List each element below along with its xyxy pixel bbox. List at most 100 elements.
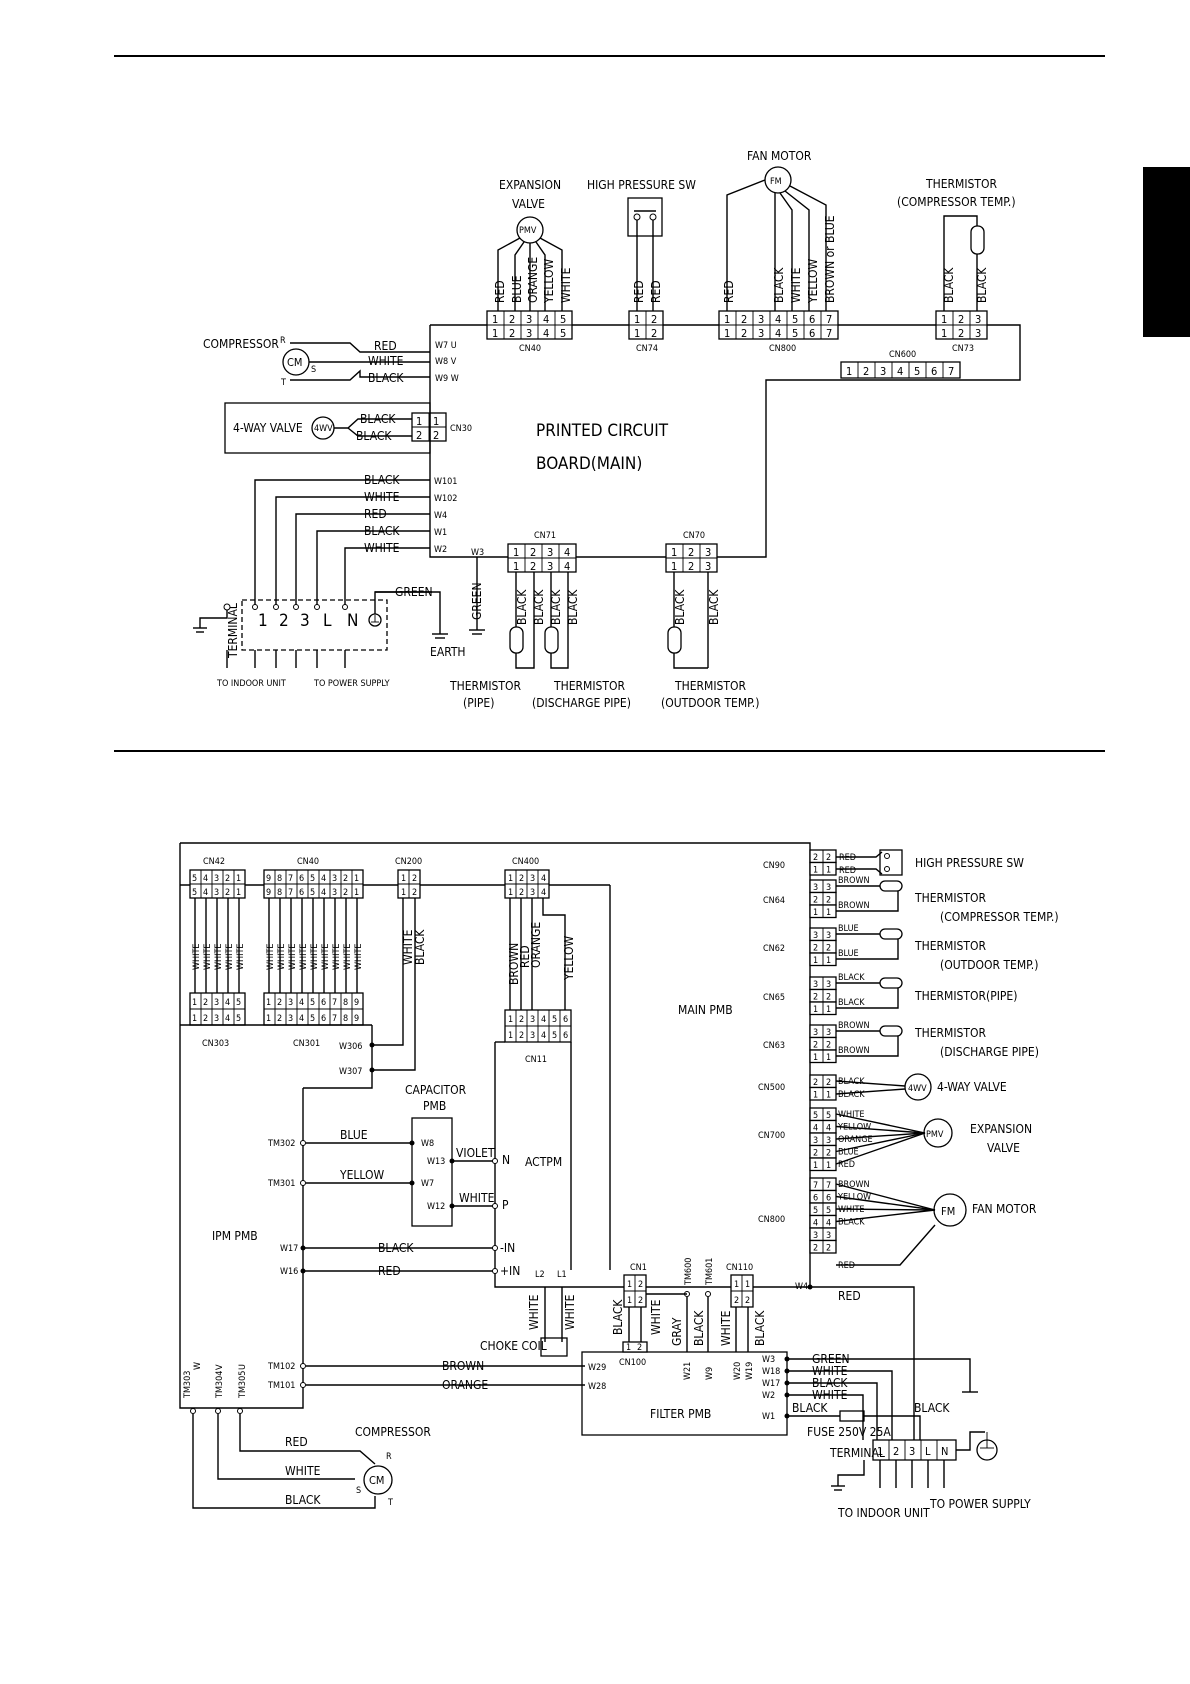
svg-text:4: 4 (225, 1014, 230, 1024)
svg-text:6: 6 (813, 1194, 818, 1204)
filter-tag: W20 (733, 1362, 743, 1380)
terminal-pin: 2 (279, 611, 289, 631)
to-indoor-label: TO INDOOR UNIT (837, 1506, 930, 1520)
svg-text:7: 7 (332, 998, 337, 1008)
svg-text:1: 1 (192, 1014, 197, 1024)
svg-text:BLACK: BLACK (549, 589, 563, 625)
white-wire-label: WHITE (266, 943, 276, 970)
svg-text:BLACK: BLACK (413, 929, 427, 965)
svg-text:6: 6 (299, 874, 304, 884)
svg-text:4: 4 (541, 1015, 546, 1025)
wire-label: BROWN (838, 876, 870, 886)
comp-thermistor-wire: BLACK (942, 267, 956, 303)
svg-text:3: 3 (813, 980, 818, 990)
white-wire-label: WHITE (321, 943, 331, 970)
cn64-device: THERMISTOR (914, 891, 986, 905)
tm302-tag: TM302 (267, 1139, 295, 1149)
to-indoor-label: TO INDOOR UNIT (216, 679, 286, 689)
svg-text:1: 1 (813, 1161, 818, 1171)
fm2-symbol (933, 1193, 967, 1227)
ipm-pmb-label: IPM PMB (212, 1229, 258, 1243)
comp-wire-red (290, 342, 430, 353)
svg-text:7: 7 (826, 327, 832, 340)
svg-text:WHITE: WHITE (401, 929, 415, 965)
cn64-label: CN64 (763, 896, 785, 906)
connector-label: CN1 (630, 1263, 647, 1273)
svg-text:2: 2 (826, 853, 831, 863)
comp2-black-wire (192, 1414, 376, 1509)
terminal-wire-label: BLACK (364, 473, 400, 487)
svg-text:1: 1 (354, 888, 359, 898)
pin: 1 (416, 415, 422, 428)
terminal-wire-label: RED (364, 507, 387, 521)
svg-text:4: 4 (321, 888, 326, 898)
svg-text:1: 1 (813, 1005, 818, 1015)
terminal-label: TERMINAL (226, 603, 240, 659)
svg-text:1: 1 (877, 1445, 883, 1458)
comp-terminal-tag: W8 V (435, 357, 457, 367)
svg-text:3: 3 (975, 313, 981, 326)
svg-text:5: 5 (192, 874, 197, 884)
svg-text:BLACK: BLACK (772, 267, 786, 303)
connector-label: CN40 (519, 344, 541, 354)
tm304-tag: TM304 (215, 1371, 225, 1399)
svg-text:2: 2 (826, 1244, 831, 1254)
svg-text:4: 4 (826, 1124, 831, 1134)
svg-text:L: L (925, 1445, 931, 1458)
terminal-tag: W1 (434, 528, 447, 538)
wire-label: RED (838, 1160, 855, 1170)
connector-label: CN11 (525, 1055, 547, 1065)
svg-text:BLACK: BLACK (611, 1299, 625, 1335)
svg-text:2: 2 (519, 1031, 524, 1041)
comp2-symbol (363, 1465, 393, 1495)
compressor-s: S (311, 365, 316, 375)
terminal-pin: 1 (258, 611, 268, 631)
svg-text:3: 3 (288, 1014, 293, 1024)
wire-label: WHITE (838, 1205, 865, 1215)
svg-text:5: 5 (560, 327, 566, 340)
svg-text:N: N (941, 1445, 948, 1458)
cn700-label: CN700 (758, 1131, 785, 1141)
svg-text:9: 9 (266, 888, 271, 898)
svg-text:2: 2 (637, 1343, 642, 1353)
fourway-wire (347, 427, 412, 437)
comp-thermistor-wire: BLACK (975, 267, 989, 303)
comp-wire-label: BLACK (368, 371, 404, 385)
w4-tag: W4 (795, 1282, 808, 1292)
svg-text:1: 1 (813, 908, 818, 918)
svg-text:WHITE: WHITE (789, 267, 803, 303)
svg-text:1: 1 (634, 313, 640, 326)
svg-text:5: 5 (192, 888, 197, 898)
svg-text:2: 2 (826, 1078, 831, 1088)
cn500-label: CN500 (758, 1083, 785, 1093)
hpsw-wire-label: RED (649, 280, 663, 303)
wire-label: BROWN (838, 901, 870, 911)
wire-label: BROWN (838, 1021, 870, 1031)
wire-label: BLACK (838, 1077, 865, 1087)
filter-tag: W21 (683, 1362, 693, 1380)
svg-text:2: 2 (813, 896, 818, 906)
wire-label: ORANGE (838, 1135, 873, 1145)
actpm-label: ACTPM (525, 1155, 562, 1169)
svg-text:3: 3 (826, 1231, 831, 1241)
cn63-device: THERMISTOR (914, 1026, 986, 1040)
svg-text:3: 3 (526, 313, 532, 326)
w4-wire-label: RED (838, 1289, 861, 1303)
filter-wire-label: GRAY (670, 1317, 684, 1346)
connector-label: CN110 (726, 1263, 753, 1273)
tm600-tag: TM600 (684, 1258, 694, 1286)
svg-text:1: 1 (826, 1091, 831, 1101)
svg-text:1: 1 (508, 888, 513, 898)
svg-text:1: 1 (941, 327, 947, 340)
svg-text:2: 2 (638, 1280, 643, 1290)
wire-label: RED (838, 1261, 855, 1271)
svg-text:7: 7 (826, 1181, 831, 1191)
